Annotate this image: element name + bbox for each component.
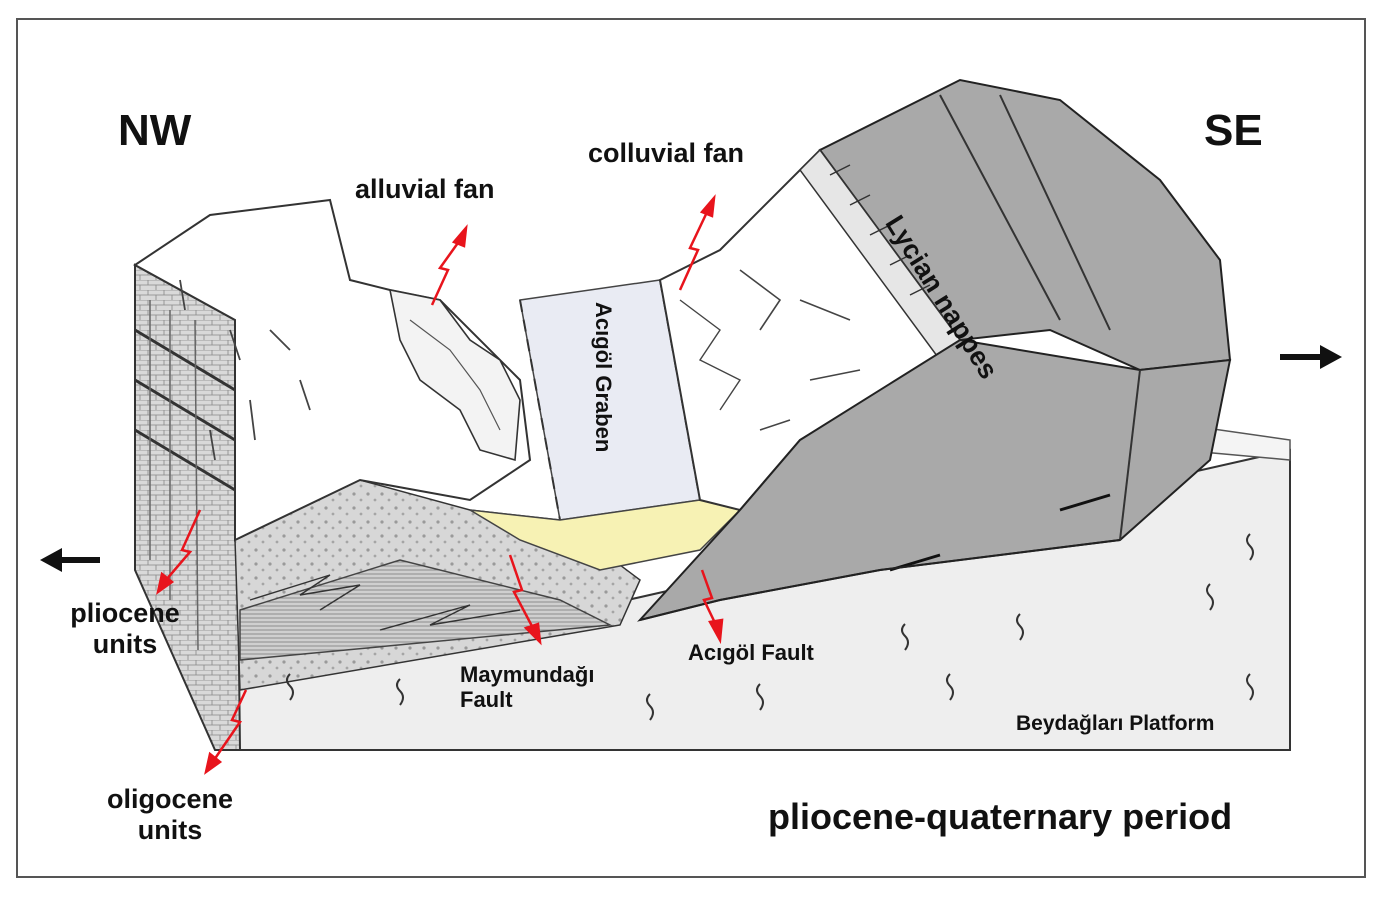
oligocene-units-label: oligocene units [90,784,250,846]
nw-upland [133,198,532,542]
left-strata-wall [134,263,242,751]
maymundagi-fault-line2: Fault [460,687,513,713]
alluvial-fan-label: alluvial fan [355,174,495,204]
extension-arrow-left-icon [40,548,100,572]
direction-nw-label: NW [118,106,192,155]
maymundagi-fault-line1: Maymundağı [460,662,595,687]
pliocene-units-line2: units [92,629,158,660]
fault-arrows [156,194,724,775]
acigol-fault-label: Acıgöl Fault [688,640,814,665]
pliocene-units-label: pliocene units [50,598,200,660]
acigol-graben-floor [469,279,742,571]
pliocene-units-line1: pliocene [70,598,180,628]
maymundagi-fault-label: Maymundağı Fault [460,662,594,713]
platform-pattern [286,533,1254,721]
colluvial-fan-label: colluvial fan [588,138,745,168]
direction-se-label: SE [1204,106,1263,155]
alluvial-fan [388,288,521,462]
beydaglari-platform-label: Beydağları Platform [1016,712,1215,735]
oligocene-units-line2: units [137,815,203,846]
period-label: pliocene-quaternary period [768,796,1233,837]
lycian-nappes-block [637,78,1232,622]
oligocene-units-line1: oligocene [106,784,234,814]
extension-arrow-right-icon [1280,345,1342,369]
acigol-graben-label: Acıgöl Graben [591,302,616,453]
